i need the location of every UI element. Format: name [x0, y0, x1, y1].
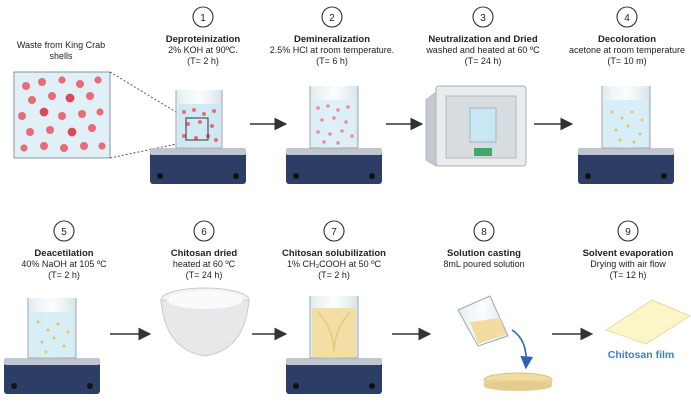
step-9-circle	[617, 220, 639, 242]
step-9-title: Solvent evaporation	[582, 248, 674, 259]
step-8-pouring	[457, 295, 553, 391]
step-3-circle	[472, 6, 494, 28]
step-3-line2: (T= 24 h)	[464, 56, 502, 66]
step-4-text: Decoloration acetone at room temperature…	[563, 34, 691, 67]
step-1-line2: (T= 2 h)	[187, 56, 219, 66]
step-8-text: Solution casting 8mL poured solution	[429, 248, 539, 270]
step-4-circle	[616, 6, 638, 28]
step-1-stirrer-beaker	[150, 90, 246, 184]
waste-particles-box	[13, 71, 111, 159]
step-9-line1: Drying with air flow	[590, 259, 666, 269]
step-8-circle	[473, 220, 495, 242]
waste-label: Waste from King Crab shells	[16, 40, 106, 61]
step-2-line2: (T= 6 h)	[316, 56, 348, 66]
step-6-line2: (T= 24 h)	[185, 270, 223, 280]
step-5-stirrer-beaker	[4, 298, 100, 394]
step-4-stirrer-beaker	[578, 86, 674, 184]
step-7-title: Chitosan solubilization	[282, 248, 386, 259]
step-4-line1: acetone at room temperature	[568, 45, 686, 55]
step-2-title: Demineralization	[293, 34, 371, 45]
step-8-title: Solution casting	[447, 248, 521, 259]
step-1-title: Deproteinization	[165, 34, 241, 45]
step-7-number: 7	[331, 227, 337, 238]
zoom-lines	[109, 71, 187, 159]
step-5-title: Deacetilation	[34, 248, 94, 259]
step-7-line1: 1% CH₃COOH at 50 ºC	[287, 259, 381, 269]
film-label: Chitosan film	[607, 349, 675, 361]
step-2-stirrer-beaker	[286, 86, 382, 184]
step-6-text: Chitosan dried heated at 60 ºC (T= 24 h)	[154, 248, 254, 281]
step-5-circle	[53, 220, 75, 242]
step-3-oven	[425, 85, 527, 167]
step-6-title: Chitosan dried	[170, 248, 238, 259]
step-6-bowl	[160, 287, 250, 357]
step-2-circle	[321, 6, 343, 28]
step-4-line2: (T= 10 m)	[607, 56, 647, 66]
step-1-text: Deproteinization 2% KOH at 90ºC. (T= 2 h…	[148, 34, 258, 67]
step-3-number: 3	[480, 13, 486, 24]
step-1-circle	[192, 6, 214, 28]
step-2-line1: 2.5% HCl at room temperature.	[269, 45, 395, 55]
step-6-circle	[193, 220, 215, 242]
flow-arrows	[110, 117, 594, 341]
step-7-circle	[323, 220, 345, 242]
step-5-text: Deacetilation 40% NaOH at 105 ºC (T= 2 h…	[4, 248, 124, 281]
step-7-text: Chitosan solubilization 1% CH₃COOH at 50…	[274, 248, 394, 281]
step-5-line2: (T= 2 h)	[48, 270, 80, 280]
step-8-line1: 8mL poured solution	[443, 259, 525, 269]
step-5-line1: 40% NaOH at 105 ºC	[21, 259, 107, 269]
step-9-text: Solvent evaporation Drying with air flow…	[573, 248, 683, 281]
step-6-number: 6	[201, 227, 207, 238]
step-3-title: Neutralization and Dried	[428, 34, 538, 45]
step-2-text: Demineralization 2.5% HCl at room temper…	[262, 34, 402, 67]
step-1-line1: 2% KOH at 90ºC.	[168, 45, 238, 55]
step-6-line1: heated at 60 ºC	[172, 259, 236, 269]
step-7-line2: (T= 2 h)	[318, 270, 350, 280]
step-3-text: Neutralization and Dried washed and heat…	[418, 34, 548, 67]
step-4-title: Decoloration	[597, 34, 657, 45]
step-1-number: 1	[200, 13, 206, 24]
step-8-number: 8	[481, 227, 487, 238]
step-number-circles	[53, 6, 639, 242]
step-7-stirrer-beaker	[286, 296, 382, 394]
step-2-number: 2	[329, 13, 335, 24]
step-9-film	[605, 299, 691, 345]
step-5-number: 5	[61, 227, 67, 238]
step-4-number: 4	[624, 13, 630, 24]
step-9-number: 9	[625, 227, 631, 238]
step-3-line1: washed and heated at 60 ºC	[426, 45, 540, 55]
step-9-line2: (T= 12 h)	[609, 270, 647, 280]
